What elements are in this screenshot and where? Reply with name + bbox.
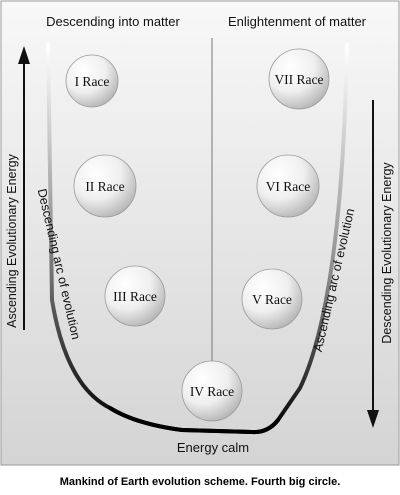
race-6-sphere: VI Race (256, 154, 320, 218)
race-4-sphere: IV Race (181, 360, 243, 422)
right-axis-label: Descending Evolutionary Energy (380, 162, 394, 344)
energy-calm-base (108, 406, 280, 435)
race-7-label: VII Race (274, 72, 323, 87)
race-1-circle (65, 54, 119, 108)
race-5-label: V Race (252, 292, 292, 307)
race-6-label: VI Race (266, 179, 311, 194)
race-4-circle (181, 360, 243, 422)
race-2-label: II Race (85, 179, 124, 194)
race-3-sphere: III Race (104, 265, 166, 327)
race-3-label: III Race (113, 289, 157, 304)
race-5-circle (241, 268, 303, 330)
race-4-label: IV Race (190, 384, 234, 399)
up-arrow-icon (18, 46, 30, 64)
race-3-circle (104, 265, 166, 327)
left-axis-label: Ascending Evolutionary Energy (5, 153, 19, 327)
race-2-sphere: II Race (73, 154, 137, 218)
race-1-label: I Race (75, 74, 110, 89)
race-5-sphere: V Race (241, 268, 303, 330)
header-enlightenment: Enlightenment of matter (228, 14, 367, 29)
race-1-sphere: I Race (65, 54, 119, 108)
down-arrow-icon (367, 410, 379, 428)
race-7-sphere: VII Race (268, 48, 330, 110)
race-2-circle (73, 154, 137, 218)
figure-caption: Mankind of Earth evolution scheme. Fourt… (60, 476, 341, 488)
header-descending: Descending into matter (46, 14, 180, 29)
race-6-circle (256, 154, 320, 218)
race-7-circle (268, 48, 330, 110)
energy-calm-label: Energy calm (177, 440, 249, 455)
